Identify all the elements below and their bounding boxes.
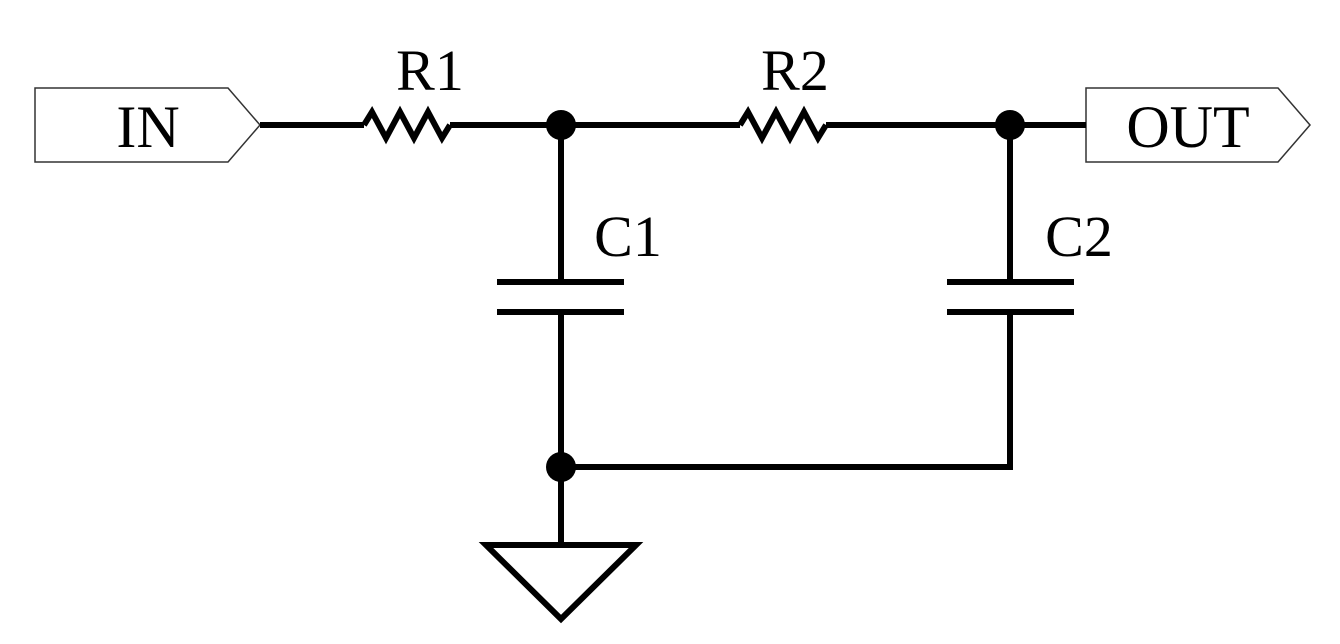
junction-dot-ground bbox=[546, 452, 576, 482]
resistor-r1 bbox=[361, 105, 453, 145]
c1-label: C1 bbox=[594, 204, 662, 269]
output-port: OUT bbox=[1085, 87, 1311, 163]
junction-dot-node2 bbox=[995, 110, 1025, 140]
input-port: IN bbox=[34, 87, 261, 163]
input-port-shape bbox=[34, 87, 261, 163]
r1-label: R1 bbox=[396, 38, 464, 103]
resistor-r2 bbox=[737, 105, 829, 145]
c2-label: C2 bbox=[1045, 204, 1113, 269]
r2-label: R2 bbox=[761, 38, 829, 103]
junction-dot-node1 bbox=[546, 110, 576, 140]
output-port-label: OUT bbox=[1126, 94, 1249, 160]
input-port-label: IN bbox=[116, 94, 179, 160]
output-port-shape bbox=[1085, 87, 1311, 163]
ground-icon bbox=[478, 542, 644, 624]
wire-c2-to-ground-return bbox=[561, 312, 1013, 470]
